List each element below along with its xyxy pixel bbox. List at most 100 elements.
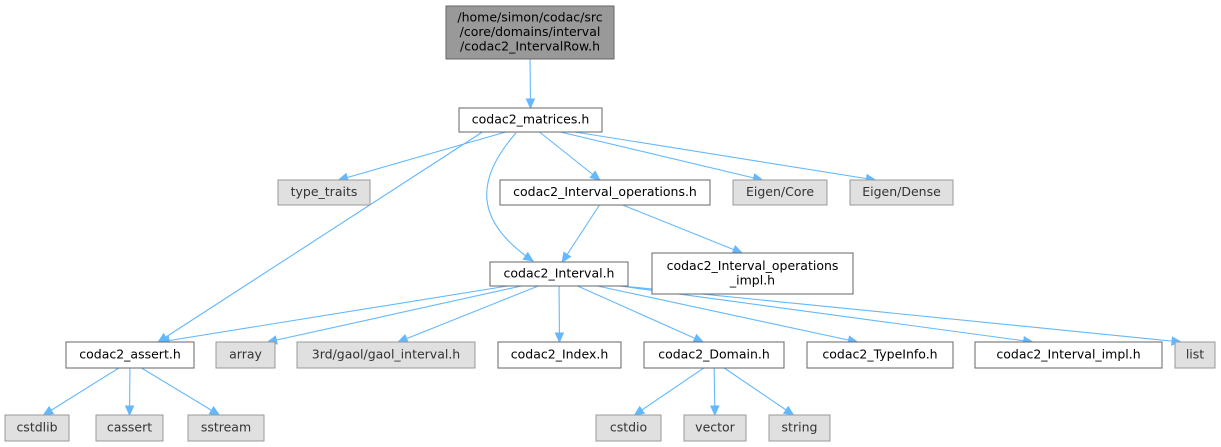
- node-root[interactable]: /home/simon/codac/src/core/domains/inter…: [445, 5, 615, 60]
- node-typeinfo[interactable]: codac2_TypeInfo.h: [806, 341, 954, 369]
- edge-interval-to-interval_impl: [620, 285, 1034, 346]
- node-box: [849, 179, 954, 206]
- edge-matrices-to-interval_operations: [539, 131, 601, 181]
- node-list: list: [1174, 341, 1216, 369]
- edge-domain-to-string: [723, 367, 795, 416]
- edge-interval_operations-to-interval: [561, 204, 600, 264]
- edge-arrowhead: [554, 332, 565, 344]
- node-type_traits: type_traits: [277, 179, 371, 206]
- node-interval_operations[interactable]: codac2_Interval_operations.h: [499, 179, 711, 206]
- edge-domain-to-cstdio: [633, 367, 705, 416]
- edge-arrowhead: [124, 405, 135, 417]
- node-box: [974, 341, 1163, 369]
- node-label: codac2_Interval_operations: [667, 258, 839, 273]
- node-box: [499, 179, 711, 206]
- node-cstdlib: cstdlib: [4, 414, 70, 442]
- edge-interval-to-gaol: [397, 285, 539, 343]
- nodes-layer: /home/simon/codac/src/core/domains/inter…: [4, 5, 1216, 442]
- edge-arrowhead: [709, 405, 720, 417]
- node-cstdio: cstdio: [595, 414, 662, 442]
- edge-arrowhead: [561, 251, 572, 264]
- edge-interval-to-array: [266, 285, 522, 345]
- edge-arrowhead: [731, 245, 744, 254]
- node-gaol: 3rd/gaol/gaol_interval.h: [296, 341, 476, 369]
- edge-arrowhead: [522, 251, 535, 262]
- edge-arrowhead: [525, 98, 536, 110]
- node-label: codac2_assert.h: [79, 347, 181, 362]
- edge-line: [486, 132, 534, 262]
- edge-root-to-matrices: [525, 58, 536, 110]
- node-label: cstdlib: [16, 420, 57, 435]
- node-box: [187, 414, 265, 442]
- edge-line: [141, 367, 220, 416]
- edge-interval-to-list: [621, 285, 1183, 346]
- node-box: [651, 252, 854, 295]
- edge-line: [539, 131, 601, 181]
- edge-line: [622, 204, 743, 254]
- node-box: [497, 341, 622, 369]
- edge-line: [267, 285, 522, 343]
- node-label: codac2_Domain.h: [658, 347, 770, 362]
- node-label: /home/simon/codac/src: [457, 10, 602, 25]
- node-index[interactable]: codac2_Index.h: [497, 341, 622, 369]
- node-box: [683, 414, 747, 442]
- edge-arrowhead: [397, 334, 409, 343]
- node-sstream: sstream: [187, 414, 265, 442]
- edge-interval_operations-to-interval_operations_impl: [622, 204, 744, 254]
- node-box: [4, 414, 70, 442]
- edges-layer: [42, 58, 1183, 417]
- edge-arrowhead: [633, 405, 646, 416]
- edge-line: [160, 285, 508, 343]
- node-interval_operations_impl[interactable]: codac2_Interval_operations_impl.h: [651, 252, 854, 295]
- edge-line: [577, 285, 704, 343]
- node-label: cassert: [107, 420, 152, 435]
- node-label: string: [782, 420, 818, 435]
- edge-line: [561, 204, 600, 263]
- edge-arrowhead: [42, 405, 55, 416]
- node-domain[interactable]: codac2_Domain.h: [643, 341, 785, 369]
- edge-line: [338, 131, 506, 181]
- node-label: codac2_Interval.h: [504, 266, 615, 281]
- node-interval_impl[interactable]: codac2_Interval_impl.h: [974, 341, 1163, 369]
- edge-matrices-to-interval: [486, 132, 535, 262]
- node-box: [296, 341, 476, 369]
- edge-arrowhead: [782, 405, 795, 416]
- node-eigen_core: Eigen/Core: [732, 179, 828, 206]
- node-assert[interactable]: codac2_assert.h: [65, 341, 195, 369]
- node-matrices[interactable]: codac2_matrices.h: [458, 107, 603, 133]
- edge-line: [157, 131, 483, 343]
- node-label: cstdio: [610, 420, 647, 435]
- edge-matrices-to-type_traits: [337, 131, 506, 182]
- node-box: [65, 341, 195, 369]
- node-label: codac2_matrices.h: [472, 112, 590, 127]
- edge-matrices-to-assert: [157, 131, 483, 343]
- node-label: codac2_TypeInfo.h: [822, 347, 937, 362]
- node-box: [643, 341, 785, 369]
- node-box: [95, 414, 164, 442]
- edge-interval-to-index: [554, 285, 565, 344]
- node-label: Eigen/Core: [746, 184, 814, 199]
- node-box: [732, 179, 828, 206]
- node-box: [458, 107, 603, 133]
- edge-line: [723, 367, 794, 416]
- node-label: /codac2_IntervalRow.h: [460, 39, 600, 54]
- edge-arrowhead: [589, 170, 601, 181]
- edge-line: [634, 367, 705, 416]
- edge-line: [43, 367, 120, 416]
- edge-line: [574, 131, 876, 181]
- edge-line: [620, 285, 1033, 343]
- node-box: [489, 261, 629, 287]
- node-interval[interactable]: codac2_Interval.h: [489, 261, 629, 287]
- edge-line: [397, 285, 539, 343]
- node-label: codac2_Interval_impl.h: [996, 347, 1140, 362]
- edge-line: [560, 131, 763, 181]
- edge-arrowhead: [208, 406, 221, 416]
- node-label: type_traits: [291, 184, 358, 199]
- node-box: [445, 5, 615, 60]
- node-label: vector: [695, 420, 736, 435]
- node-box: [1174, 341, 1216, 369]
- edge-assert-to-cstdlib: [42, 367, 120, 416]
- node-label: /core/domains/interval: [460, 24, 601, 39]
- edge-arrowhead: [692, 333, 705, 343]
- node-label: array: [229, 347, 262, 362]
